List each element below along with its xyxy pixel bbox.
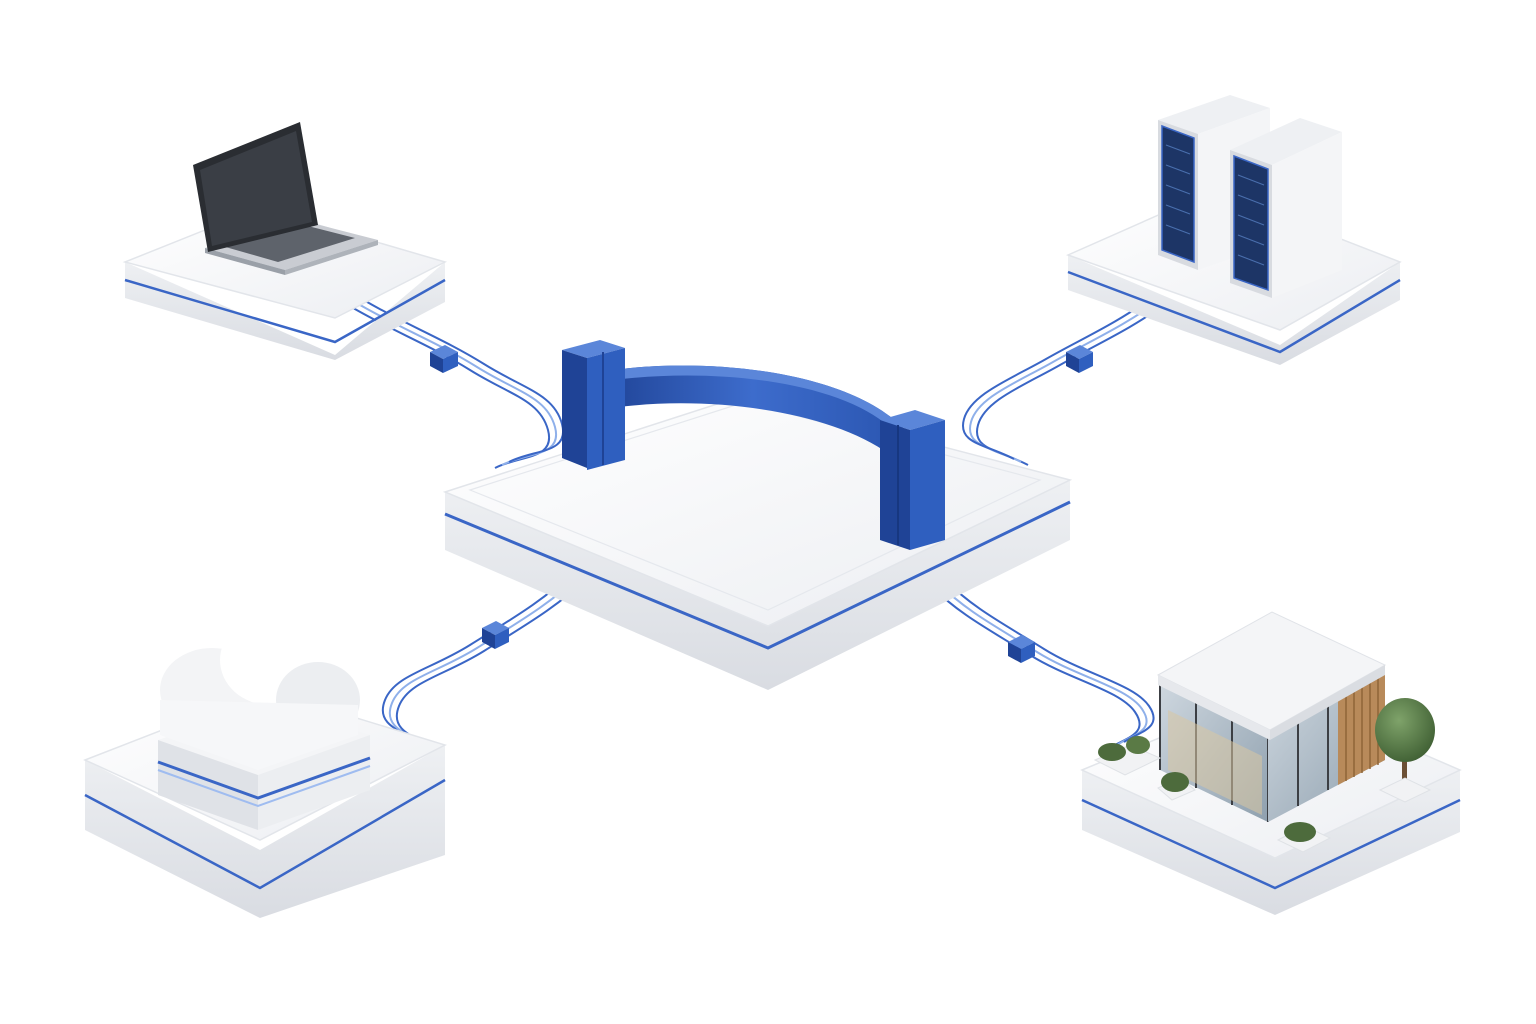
cable-office (929, 578, 1155, 749)
planter-icon (1276, 822, 1332, 853)
server-rack-icon (1158, 95, 1342, 298)
planter-icon (1157, 772, 1196, 801)
cable-connector (1066, 345, 1093, 373)
planter-icon (1093, 736, 1162, 776)
hub-platform (442, 394, 1073, 690)
cable-connector (1008, 635, 1035, 663)
planter-icon (1378, 777, 1432, 803)
bridge-icon (562, 340, 945, 550)
node-cloud (83, 615, 447, 918)
node-laptop (122, 122, 448, 360)
cable-servers (961, 295, 1169, 466)
cable-laptop (347, 298, 565, 469)
cable-connector (482, 621, 509, 649)
node-servers (1065, 95, 1402, 365)
office-building-icon (1156, 611, 1387, 822)
cable-cloud (381, 569, 590, 752)
cloud-icon (157, 615, 371, 830)
tree-icon (1375, 698, 1435, 785)
laptop-icon (193, 122, 378, 275)
node-office (1080, 611, 1462, 915)
cable-connector (430, 345, 458, 373)
